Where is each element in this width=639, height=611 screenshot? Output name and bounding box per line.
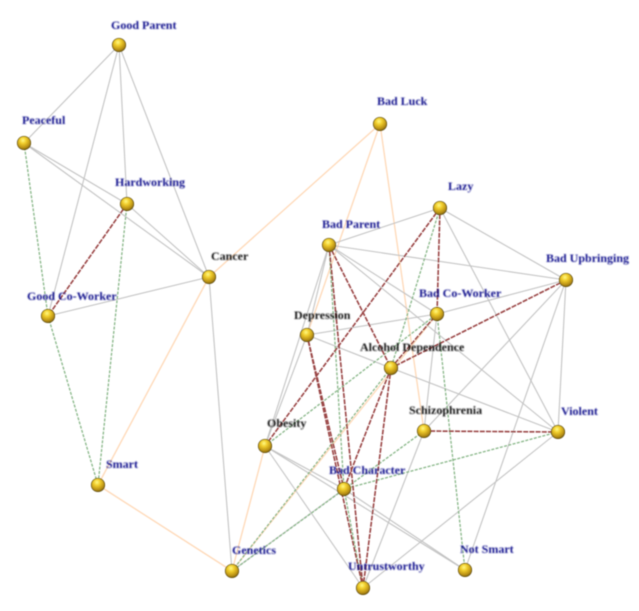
svg-text:Good Parent: Good Parent [111, 18, 176, 32]
svg-text:Peaceful: Peaceful [22, 113, 66, 127]
svg-text:Hardworking: Hardworking [115, 175, 185, 189]
svg-text:Depression: Depression [294, 308, 351, 322]
svg-text:Violent: Violent [561, 404, 598, 418]
svg-text:Lazy: Lazy [448, 179, 473, 193]
svg-text:Not Smart: Not Smart [460, 542, 514, 556]
svg-text:Bad Co-Worker: Bad Co-Worker [419, 286, 502, 300]
svg-text:Bad Parent: Bad Parent [322, 217, 380, 231]
svg-text:Bad Character: Bad Character [329, 463, 406, 477]
svg-text:Untrustworthy: Untrustworthy [348, 559, 425, 573]
svg-text:Alcohol Dependence: Alcohol Dependence [360, 340, 465, 354]
svg-text:Genetics: Genetics [232, 543, 276, 557]
svg-text:Cancer: Cancer [211, 249, 249, 263]
svg-text:Schizophrenia: Schizophrenia [409, 403, 482, 417]
svg-text:Obesity: Obesity [267, 416, 306, 430]
svg-text:Good Co-Worker: Good Co-Worker [27, 289, 117, 303]
svg-text:Bad Upbringing: Bad Upbringing [546, 251, 629, 265]
svg-text:Bad Luck: Bad Luck [377, 94, 428, 108]
svg-text:Smart: Smart [106, 457, 138, 471]
